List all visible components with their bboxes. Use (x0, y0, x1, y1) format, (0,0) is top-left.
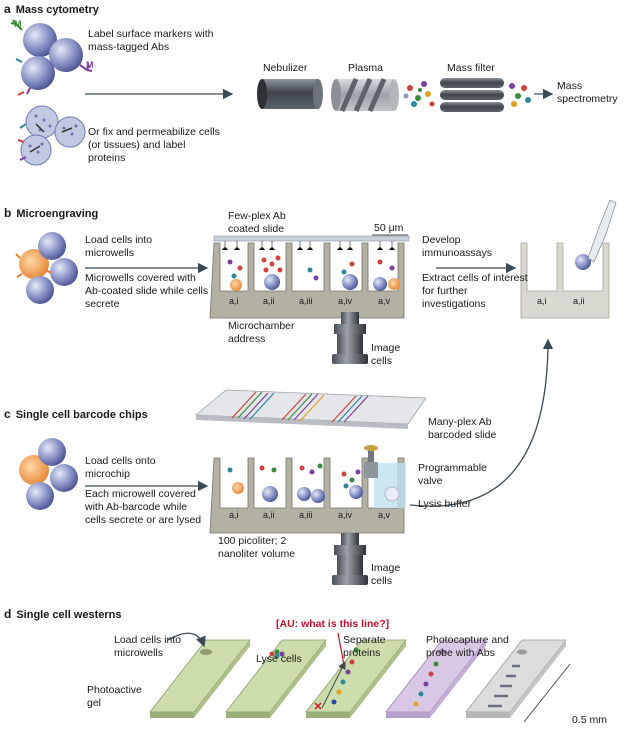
objective-b (332, 312, 368, 364)
scale-label: 50 μm (374, 222, 404, 234)
well-contents (227, 463, 400, 503)
nebulizer-label: Nebulizer (263, 62, 308, 74)
each-microwell-text: Each microwell covered with Ab-barcode w… (85, 488, 202, 526)
lysis-label: Lysis buffer (418, 498, 472, 510)
volume-label: 100 picoliter; 2 nanoliter volume (218, 535, 296, 560)
section-d-title-text: Single cell westerns (16, 609, 122, 621)
section-d-graphics (149, 632, 571, 723)
valve-label: Programmable valve (418, 462, 487, 487)
section-b-graphics (15, 199, 617, 364)
many-plex-label: Many-plex Ab barcoded slide (428, 416, 497, 441)
scale-line (523, 663, 571, 723)
well-contents (227, 255, 400, 291)
section-c-title: c Single cell barcode chips (4, 407, 148, 421)
well-label: a,ii (263, 296, 275, 306)
permeabilize-text: Or fix and permeabilize cells (or tissue… (88, 126, 220, 164)
label-surface-text: Label surface markers with mass-tagged A… (88, 28, 214, 53)
objective-c (332, 533, 368, 585)
extraction-curve-arrow (409, 338, 554, 507)
cell-cluster (19, 438, 78, 510)
gel-slab (225, 639, 327, 718)
microwell-array (209, 242, 405, 319)
section-b-title-text: Microengraving (16, 208, 99, 220)
well-label: a,ii (263, 510, 275, 520)
section-c-title-text: Single cell barcode chips (15, 409, 148, 421)
lysis-buffer-fill (374, 463, 406, 508)
section-a-letter: a (4, 2, 11, 16)
extraction-wells (520, 242, 610, 319)
well-label: a,v (378, 296, 391, 306)
develop-text: Develop immunoassays (422, 234, 493, 259)
section-b-title: b Microengraving (4, 206, 98, 220)
plasma-label: Plasma (348, 62, 384, 74)
section-d-letter: d (4, 607, 12, 621)
photoactive-label: Photoactive gel (87, 684, 142, 709)
well-label: a,i (229, 510, 239, 520)
separate-label: Separate proteins (343, 634, 386, 659)
load-onto-text: Load cells onto microchip (85, 455, 156, 480)
gel-slab (149, 639, 251, 718)
antibodies (221, 241, 396, 251)
mass-spec-label: Mass spectrometry (557, 80, 618, 105)
load-arrow (167, 632, 206, 648)
ion-cloud (403, 81, 435, 107)
lyse-label: Lyse cells (256, 653, 302, 665)
section-d-title: d Single cell westerns (4, 607, 122, 621)
plasma-cylinder (331, 77, 399, 113)
mass-filter (440, 78, 504, 112)
well-label: a,iii (299, 296, 313, 306)
au-line (337, 632, 345, 666)
gel-slab (385, 639, 487, 718)
image-cells-label: Image cells (371, 342, 401, 367)
au-note: [AU: what is this line?] (276, 618, 390, 630)
well-label: a,iv (338, 510, 353, 520)
section-c-letter: c (4, 407, 11, 421)
barcoded-slide (194, 389, 427, 429)
marker-m-label: M (14, 19, 22, 29)
microchamber-label: Microchamber address (228, 320, 295, 345)
load-wells-text: Load cells into microwells (114, 634, 182, 659)
gel-slab (465, 639, 567, 718)
permeabilized-cell (17, 105, 86, 166)
well-label: a,ii (573, 296, 585, 306)
well-label: a,i (229, 296, 239, 306)
section-a-title-text: Mass cytometry (15, 4, 99, 16)
microwell-array (209, 457, 405, 534)
well-label: a,iii (299, 510, 313, 520)
well-label: a,i (537, 296, 547, 306)
section-c-graphics (19, 338, 554, 585)
few-plex-label: Few-plex Ab coated slide (228, 210, 286, 235)
well-label: a,v (378, 510, 391, 520)
ab-slide (213, 235, 410, 242)
image-cells-label: Image cells (371, 562, 401, 587)
extract-text: Extract cells of interest for further in… (422, 272, 528, 310)
section-a-title: a Mass cytometry (4, 2, 99, 16)
filtered-ions (509, 83, 531, 107)
labeled-cell (10, 19, 93, 96)
scale-label: 0.5 mm (572, 714, 608, 726)
section-a-graphics (10, 19, 554, 166)
section-b-letter: b (4, 206, 12, 220)
load-cells-text: Load cells into microwells (85, 234, 153, 259)
gel-slab (305, 639, 407, 718)
mass-filter-label: Mass filter (447, 62, 495, 74)
microwells-covered-text: Microwells covered with Ab-coated slide … (85, 272, 209, 310)
valve-icon (364, 445, 378, 478)
marker-m-label: M (86, 60, 94, 70)
pipette-icon (587, 199, 617, 263)
cell-cluster (15, 232, 78, 304)
photocapture-label: Photocapture and probe with Abs (426, 634, 509, 659)
well-label: a,iv (338, 296, 353, 306)
nebulizer-cylinder (257, 79, 323, 109)
